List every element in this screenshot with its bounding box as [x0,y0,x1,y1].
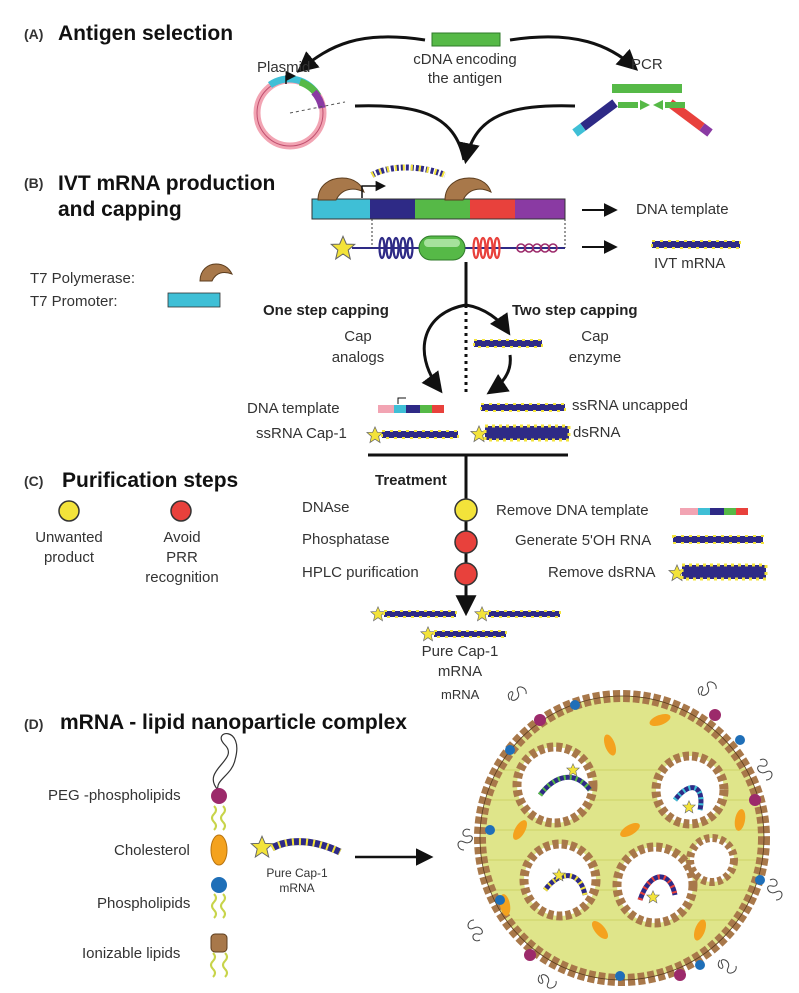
section-a-letter: (A) [24,26,44,42]
cholesterol-label: Cholesterol [114,842,190,859]
generate-5oh-label: Generate 5'OH RNA [515,532,652,549]
one-step-capping-label: One step capping [263,302,389,319]
ivt-mrna-label: IVT mRNA [654,255,726,272]
phosphatase-dot [454,530,478,554]
legend-prr-dot [170,500,192,522]
product-dna-template [378,397,444,413]
dna-template-bar [311,198,566,220]
arrow-to-pcr [509,35,639,71]
phospholipid-icon [211,877,227,919]
two-step-arrow-top [465,303,511,336]
legend-polymerase-icon [199,263,234,282]
section-d-title: mRNA - lipid nanoparticle complex [60,711,407,734]
remove-dsrna-mini [668,563,768,581]
products-dna-template-label: DNA template [247,400,340,417]
ivt-mrna-mini [651,240,741,249]
arrow-to-plasmid [296,35,426,73]
ivt-mrna-structure [330,219,566,261]
avoid-prr-label: Avoid PRR recognition [145,529,219,586]
nascent-rna [370,164,447,178]
phospholipids-label: Phospholipids [97,895,191,912]
mrna-extra-label: mRNA [441,687,480,702]
merge-arrow-left [354,104,466,161]
ssrna-uncapped-label: ssRNA uncapped [572,397,688,414]
merge-arrow-right [459,104,576,165]
product-ssrna-uncapped [480,403,566,412]
cdna-label: cDNA encoding the antigen [413,51,517,87]
two-step-capping-label: Two step capping [512,302,638,319]
remove-dna-mini [680,508,748,515]
dnase-dot [454,498,478,522]
t7-polymerase-left [317,177,365,201]
cdna-bar [431,32,501,47]
cholesterol-icon [210,834,228,866]
product-ssrna-cap1 [366,426,459,443]
section-a-graphics [253,32,713,165]
section-a-title: Antigen selection [58,22,234,45]
promoter-arrow [361,180,387,198]
section-d-letter: (D) [24,716,44,732]
remove-dna-label: Remove DNA template [496,502,649,519]
section-c-title: Purification steps [62,469,239,492]
generate-5oh-mini [672,535,764,544]
pcr-icon [572,84,713,137]
legend-promoter-icon [167,292,221,308]
one-step-arrow [421,303,467,394]
section-c-letter: (C) [24,473,44,489]
t7-polymerase-right [444,177,492,201]
ionizable-lipid-icon [210,933,228,978]
cap-enzyme-label: Cap enzyme [568,328,622,366]
plasmid-icon [253,70,346,150]
pure-cap1-label: Pure Cap-1 mRNA [421,643,499,680]
dsrna-label: dsRNA [573,424,621,441]
dna-template-label: DNA template [636,201,729,218]
section-d-graphics [210,681,783,989]
legend-unwanted-dot [58,500,80,522]
cap-analogs-label: Cap analogs [331,328,385,366]
pure-mrna-strands [370,606,561,642]
product-dsrna [470,424,571,442]
ionizable-lipids-label: Ionizable lipids [82,945,181,962]
two-step-arrow-bottom [486,354,512,395]
lipid-nanoparticle [457,681,783,989]
t7-promoter-label: T7 Promoter: [30,293,118,310]
hplc-dot [454,562,478,586]
unwanted-product-label: Unwanted product [35,529,103,566]
section-b-letter: (B) [24,175,44,191]
lnp-pure-cap1-label: Pure Cap-1 mRNA [266,866,328,895]
hplc-label: HPLC purification [302,564,419,581]
section-b-title: IVT mRNA production and capping [58,172,276,221]
section-b-graphics [167,164,741,457]
phosphatase-label: Phosphatase [302,531,390,548]
remove-dsrna-label: Remove dsRNA [548,564,656,581]
t7-polymerase-label: T7 Polymerase: [30,270,136,287]
cap-enzyme-rna [473,339,543,348]
ssrna-cap1-label: ssRNA Cap-1 [256,425,347,442]
plasmid-label: Plasmid [257,59,311,76]
treatment-label: Treatment [375,472,447,489]
peg-phospholipids-label: PEG -phospholipids [48,787,181,804]
dnase-label: DNAse [302,499,350,516]
lnp-mrna-strand [250,835,342,858]
pcr-label: PCR [631,56,663,73]
section-c-graphics [58,455,768,642]
peg-phospholipid-icon [211,733,238,831]
